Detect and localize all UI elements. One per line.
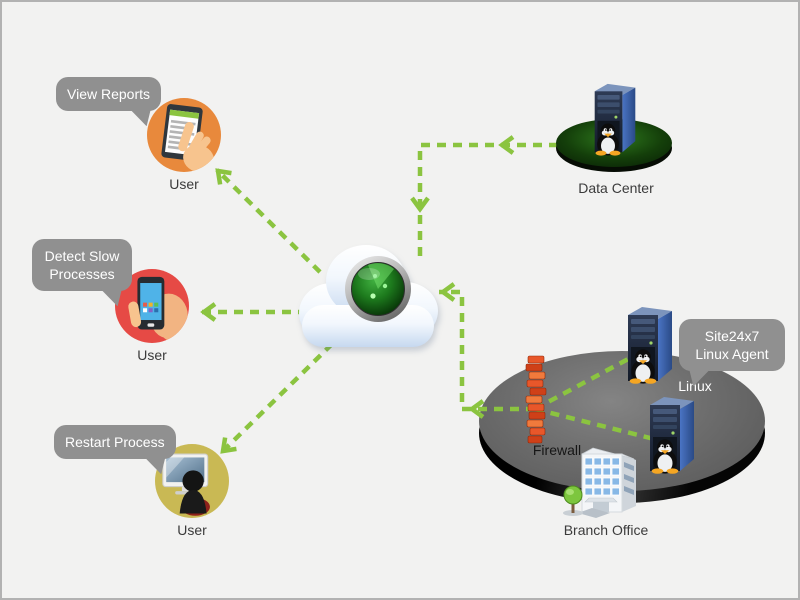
- server-tower-with-tux-icon: [628, 307, 672, 384]
- brick-firewall-icon: [525, 355, 547, 444]
- site24x7-cloud-radar-icon: [299, 245, 438, 347]
- firewall-label: Firewall: [532, 442, 582, 458]
- data-center-label: Data Center: [578, 180, 654, 196]
- callout-view-reports-text: View Reports: [67, 86, 151, 102]
- user-reports-node: User: [145, 98, 223, 192]
- callout-restart-text: Restart Process: [65, 434, 165, 450]
- arrowhead: [410, 196, 430, 213]
- callout-detect-slow-processes: Detect Slow Processes: [32, 239, 132, 307]
- user-desktop-node: User: [153, 444, 231, 538]
- callout-site24x7-linux-agent: Site24x7 Linux Agent: [679, 319, 785, 387]
- person-at-computer-user-icon: [155, 444, 229, 518]
- arrowhead: [200, 302, 217, 322]
- user-mobile-label: User: [137, 347, 167, 363]
- callout-detect-slow-text: Detect Slow Processes: [44, 248, 120, 283]
- branch-office-node: Branch Office: [554, 440, 658, 538]
- branch-office-label: Branch Office: [563, 522, 649, 538]
- linux-label: Linux: [678, 378, 712, 394]
- user-desktop-label: User: [177, 522, 207, 538]
- tablet-report-user-icon: [147, 98, 221, 172]
- callout-restart-process: Restart Process: [54, 425, 176, 475]
- data-center-node: Data Center: [550, 82, 682, 196]
- user-reports-label: User: [169, 176, 199, 192]
- arrowhead: [439, 282, 456, 302]
- callout-agent-text: Site24x7 Linux Agent: [695, 328, 769, 363]
- arrowhead: [498, 135, 515, 155]
- radar-screen-icon: [345, 256, 411, 322]
- arrow-cloud-to-user-desktop: [219, 342, 334, 455]
- office-building-icon: [563, 447, 636, 518]
- server-tower-with-tux-icon: [556, 83, 672, 172]
- callout-view-reports: View Reports: [56, 77, 162, 127]
